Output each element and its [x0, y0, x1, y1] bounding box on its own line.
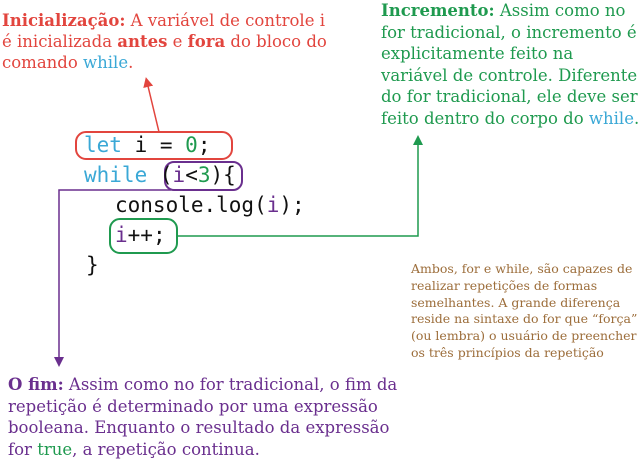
- code-line-increment: i++;: [115, 223, 166, 247]
- end-title: O fim:: [8, 375, 64, 394]
- increment-note: Incremento: Assim como no for tradiciona…: [381, 1, 640, 128]
- init-highlight-box: [75, 131, 233, 160]
- condition-highlight-box: [164, 161, 243, 191]
- init-arrow: [143, 77, 160, 133]
- code-line-let: let i = 0;: [84, 133, 211, 157]
- code-line-close: }: [86, 253, 99, 277]
- code-line-while: while (i<3){: [84, 163, 236, 187]
- end-arrow: [54, 189, 171, 367]
- increment-arrow: [177, 135, 423, 237]
- comparison-note: Ambos, for e while, são capazes de reali…: [411, 261, 638, 360]
- initialization-title: Inicialização:: [2, 11, 126, 30]
- increment-title: Incremento:: [381, 1, 495, 20]
- end-condition-note: O fim: Assim como no for tradicional, o …: [8, 375, 398, 459]
- code-line-log: console.log(i);: [115, 193, 305, 217]
- initialization-note: Inicialização: A variável de controle i …: [2, 11, 327, 72]
